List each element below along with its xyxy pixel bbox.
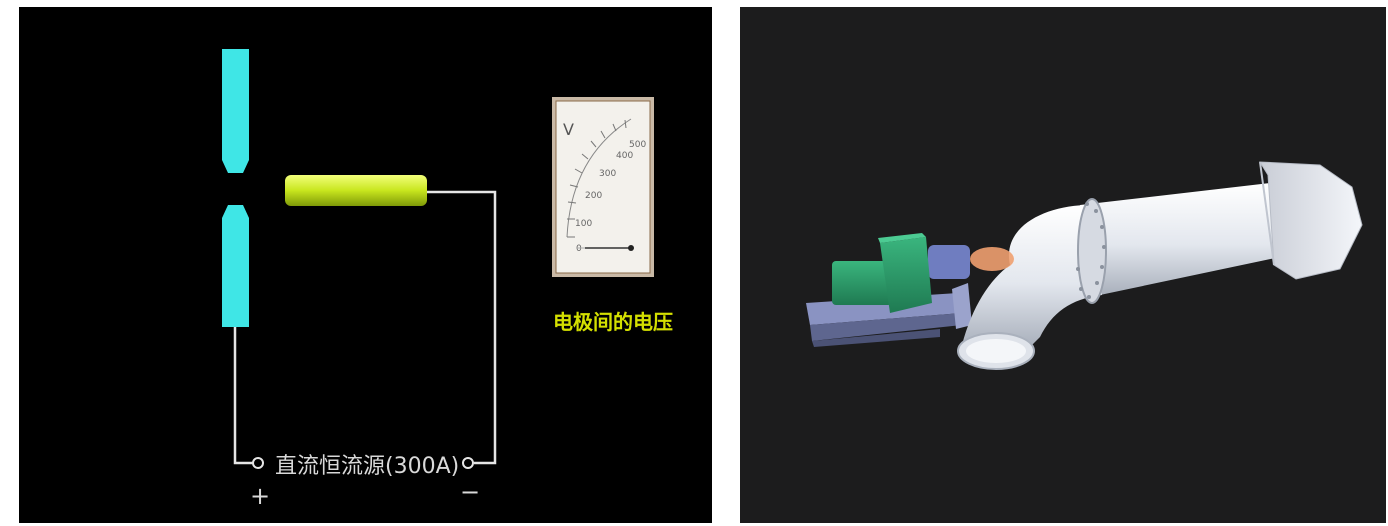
torch-model-panel (740, 7, 1386, 523)
power-source-label: 直流恒流源(300A) (275, 454, 459, 479)
upper-electrode (222, 49, 249, 173)
circuit-diagram-panel: 直流恒流源(300A) + − V 0 100 2 (19, 7, 712, 523)
scale-label-200: 200 (585, 191, 602, 201)
flange-bolts (1076, 202, 1106, 299)
pipe-flange-ring (1077, 198, 1107, 304)
circuit-wires (233, 190, 497, 465)
outlet-horn (1259, 161, 1363, 280)
lower-electrode (222, 205, 249, 327)
torch-nozzle (928, 245, 970, 279)
scale-label-300: 300 (599, 169, 616, 179)
arc-flame (970, 247, 1014, 271)
torch-pipe-scene (806, 161, 1363, 370)
voltmeter: V 0 100 200 300 400 500 (552, 97, 654, 277)
pipe-body (957, 161, 1363, 370)
negative-sign: − (460, 478, 480, 506)
rod-electrode (285, 175, 427, 206)
positive-terminal (252, 457, 264, 469)
scale-label-500: 500 (629, 140, 646, 150)
scale-label-100: 100 (575, 219, 592, 229)
voltmeter-caption: 电极间的电压 (553, 310, 673, 334)
torch-motor-block (832, 233, 932, 313)
negative-terminal (462, 457, 474, 469)
scale-label-400: 400 (616, 151, 633, 161)
scale-label-0: 0 (576, 244, 582, 254)
circuit-diagram: 直流恒流源(300A) + − V 0 100 2 (222, 49, 673, 510)
voltmeter-ticks (567, 119, 627, 238)
positive-sign: + (250, 482, 270, 510)
voltmeter-unit: V (563, 120, 574, 139)
